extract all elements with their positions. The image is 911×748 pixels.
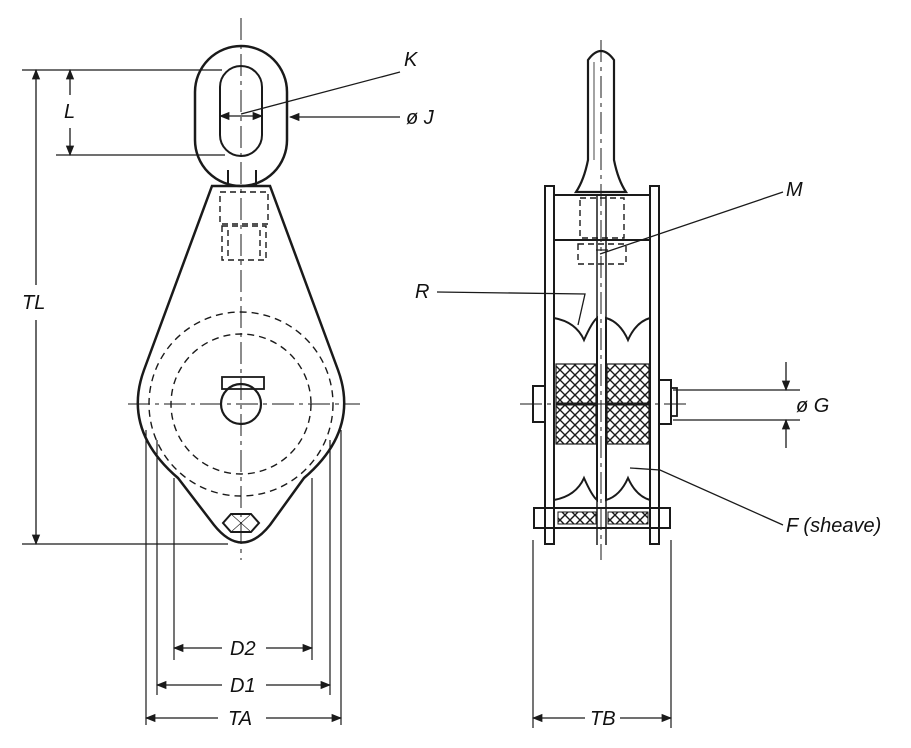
label-j: ø J	[406, 107, 435, 129]
leader-k	[240, 71, 401, 115]
leader-f	[629, 467, 784, 526]
label-r: R	[415, 281, 429, 303]
axle-circle	[219, 382, 263, 426]
sheave-left	[553, 315, 598, 503]
sheave-right	[605, 316, 651, 502]
label-m: M	[786, 179, 803, 201]
bottom-spacer-bolt	[533, 507, 671, 529]
label-k: K	[404, 49, 419, 71]
label-f: F (sheave)	[786, 515, 881, 537]
label-l: L	[64, 101, 75, 123]
label-tl: TL	[22, 292, 45, 314]
swivel-shank-hidden	[219, 191, 269, 261]
front-view	[22, 18, 401, 725]
side-plate-left	[544, 185, 555, 545]
axle-end-left	[532, 385, 546, 423]
axle-end-right	[658, 379, 672, 425]
label-tb: TB	[590, 708, 616, 730]
label-d1: D1	[230, 675, 256, 697]
side-shank	[573, 49, 629, 194]
side-view	[436, 40, 800, 728]
cheek-plate	[136, 184, 346, 544]
sheave-inner-hidden	[170, 333, 312, 475]
side-swivel-hidden	[577, 197, 627, 265]
axle-key	[221, 376, 265, 390]
leader-m	[599, 191, 784, 255]
leader-r	[436, 291, 586, 326]
label-g: ø G	[796, 395, 829, 417]
sheave-outer-hidden	[148, 311, 334, 497]
label-ta: TA	[228, 708, 252, 730]
label-d2: D2	[230, 638, 256, 660]
side-plate-right	[649, 185, 660, 545]
